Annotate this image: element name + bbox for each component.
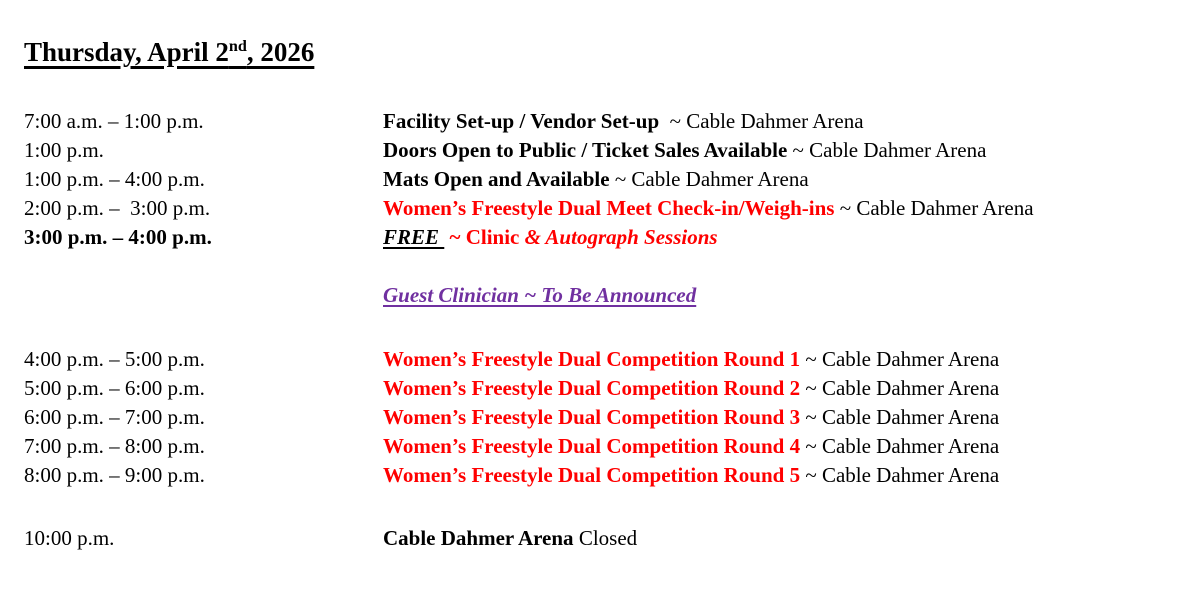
event-text-segment: Mats Open and Available xyxy=(383,167,610,191)
event-text-segment: ~ Cable Dahmer Arena xyxy=(800,347,1000,371)
time-cell: 2:00 p.m. – 3:00 p.m. xyxy=(24,196,211,220)
schedule-row: 7:00 p.m. – 8:00 p.m. Women’s Freestyle D… xyxy=(24,432,1200,461)
event-text-segment: ~ Cable Dahmer Arena xyxy=(659,109,864,133)
time-cell: 8:00 p.m. – 9:00 p.m. xyxy=(24,463,205,487)
event-text-segment: Doors Open to Public / Ticket Sales Avai… xyxy=(383,138,788,162)
schedule-row: 4:00 p.m. – 5:00 p.m. Women’s Freestyle D… xyxy=(24,345,1200,374)
event-text-segment: Women’s Freestyle Dual Competition Round… xyxy=(383,347,801,371)
event-text-segment: ~ Cable Dahmer Arena xyxy=(800,405,1000,429)
time-cell: 5:00 p.m. – 6:00 p.m. xyxy=(24,376,205,400)
schedule-row: 5:00 p.m. – 6:00 p.m. Women’s Freestyle D… xyxy=(24,374,1200,403)
event-text-segment: ~ Cable Dahmer Arena xyxy=(834,196,1034,220)
event-cell: FREE ~ Clinic & Autograph Sessions xyxy=(383,223,718,252)
event-text-segment: Women’s Freestyle Dual Competition Round… xyxy=(383,463,801,487)
event-cell: Women’s Freestyle Dual Competition Round… xyxy=(383,374,999,403)
event-cell: Guest Clinician ~ To Be Announced xyxy=(383,281,696,310)
event-text-segment: ~ Cable Dahmer Arena xyxy=(800,376,1000,400)
ordinal-suffix: nd xyxy=(228,37,247,55)
event-text-segment: ~ Cable Dahmer Arena xyxy=(609,167,809,191)
event-cell: Women’s Freestyle Dual Competition Round… xyxy=(383,403,999,432)
event-text-segment: ~ Cable Dahmer Arena xyxy=(800,434,1000,458)
schedule-list: 7:00 a.m. – 1:00 p.m. Facility Set-up / V… xyxy=(24,107,1200,553)
schedule-row: Guest Clinician ~ To Be Announced xyxy=(24,281,1200,310)
time-cell: 10:00 p.m. xyxy=(24,526,115,550)
page-title-text: Thursday, April 2nd, 2026 xyxy=(24,37,314,67)
event-text-segment: Cable Dahmer Arena xyxy=(383,526,574,550)
time-cell xyxy=(24,281,383,310)
event-cell: Women’s Freestyle Dual Meet Check-in/Wei… xyxy=(383,194,1034,223)
schedule-row: 6:00 p.m. – 7:00 p.m. Women’s Freestyle D… xyxy=(24,403,1200,432)
event-text-segment: Guest Clinician ~ To Be Announced xyxy=(383,283,697,307)
title-date-prefix: Thursday, April 2 xyxy=(24,37,229,67)
event-text-segment: & Autograph Sessions xyxy=(524,225,718,249)
time-cell: 7:00 a.m. – 1:00 p.m. xyxy=(24,109,204,133)
event-cell: Women’s Freestyle Dual Competition Round… xyxy=(383,461,999,490)
schedule-section-main: 7:00 a.m. – 1:00 p.m. Facility Set-up / V… xyxy=(24,107,1200,252)
event-text-segment: ~ Cable Dahmer Arena xyxy=(800,463,1000,487)
event-text-segment: Closed xyxy=(573,526,638,550)
schedule-row: 8:00 p.m. – 9:00 p.m. Women’s Freestyle D… xyxy=(24,461,1200,490)
event-text-segment: FREE xyxy=(383,225,445,249)
time-cell: 7:00 p.m. – 8:00 p.m. xyxy=(24,434,205,458)
schedule-section-clinic: Guest Clinician ~ To Be Announced xyxy=(24,281,1200,310)
schedule-row: 10:00 p.m. Cable Dahmer Arena Closed xyxy=(24,524,1200,553)
schedule-row: 2:00 p.m. – 3:00 p.m. Women’s Freestyle D… xyxy=(24,194,1200,223)
event-text-segment: ~ Cable Dahmer Arena xyxy=(787,138,987,162)
time-cell: 4:00 p.m. – 5:00 p.m. xyxy=(24,347,205,371)
event-cell: Cable Dahmer Arena Closed xyxy=(383,524,637,553)
time-cell: 1:00 p.m. – 4:00 p.m. xyxy=(24,167,205,191)
time-cell: 3:00 p.m. – 4:00 p.m. xyxy=(24,225,212,249)
time-cell: 1:00 p.m. xyxy=(24,138,104,162)
schedule-row: 1:00 p.m. Doors Open to Public / Ticket S… xyxy=(24,136,1200,165)
schedule-row: 7:00 a.m. – 1:00 p.m. Facility Set-up / V… xyxy=(24,107,1200,136)
event-text-segment: Women’s Freestyle Dual Competition Round… xyxy=(383,376,801,400)
event-text-segment: Women’s Freestyle Dual Meet Check-in/Wei… xyxy=(383,196,835,220)
schedule-section-rounds: 4:00 p.m. – 5:00 p.m. Women’s Freestyle D… xyxy=(24,345,1200,490)
event-text-segment: ~ Clinic xyxy=(444,225,525,249)
schedule-section-closing: 10:00 p.m. Cable Dahmer Arena Closed xyxy=(24,524,1200,553)
event-cell: Women’s Freestyle Dual Competition Round… xyxy=(383,432,999,461)
title-date-suffix: , 2026 xyxy=(246,37,315,67)
event-text-segment: Facility Set-up / Vendor Set-up xyxy=(383,109,660,133)
event-text-segment: Women’s Freestyle Dual Competition Round… xyxy=(383,434,801,458)
page-title: Thursday, April 2nd, 2026 xyxy=(24,34,1200,70)
schedule-row: 3:00 p.m. – 4:00 p.m. FREE ~ Clinic & Aut… xyxy=(24,223,1200,252)
event-text-segment: Women’s Freestyle Dual Competition Round… xyxy=(383,405,801,429)
event-cell: Facility Set-up / Vendor Set-up ~ Cable … xyxy=(383,107,864,136)
event-cell: Doors Open to Public / Ticket Sales Avai… xyxy=(383,136,986,165)
event-cell: Women’s Freestyle Dual Competition Round… xyxy=(383,345,999,374)
schedule-row: 1:00 p.m. – 4:00 p.m. Mats Open and Avail… xyxy=(24,165,1200,194)
time-cell: 6:00 p.m. – 7:00 p.m. xyxy=(24,405,205,429)
event-cell: Mats Open and Available ~ Cable Dahmer A… xyxy=(383,165,809,194)
